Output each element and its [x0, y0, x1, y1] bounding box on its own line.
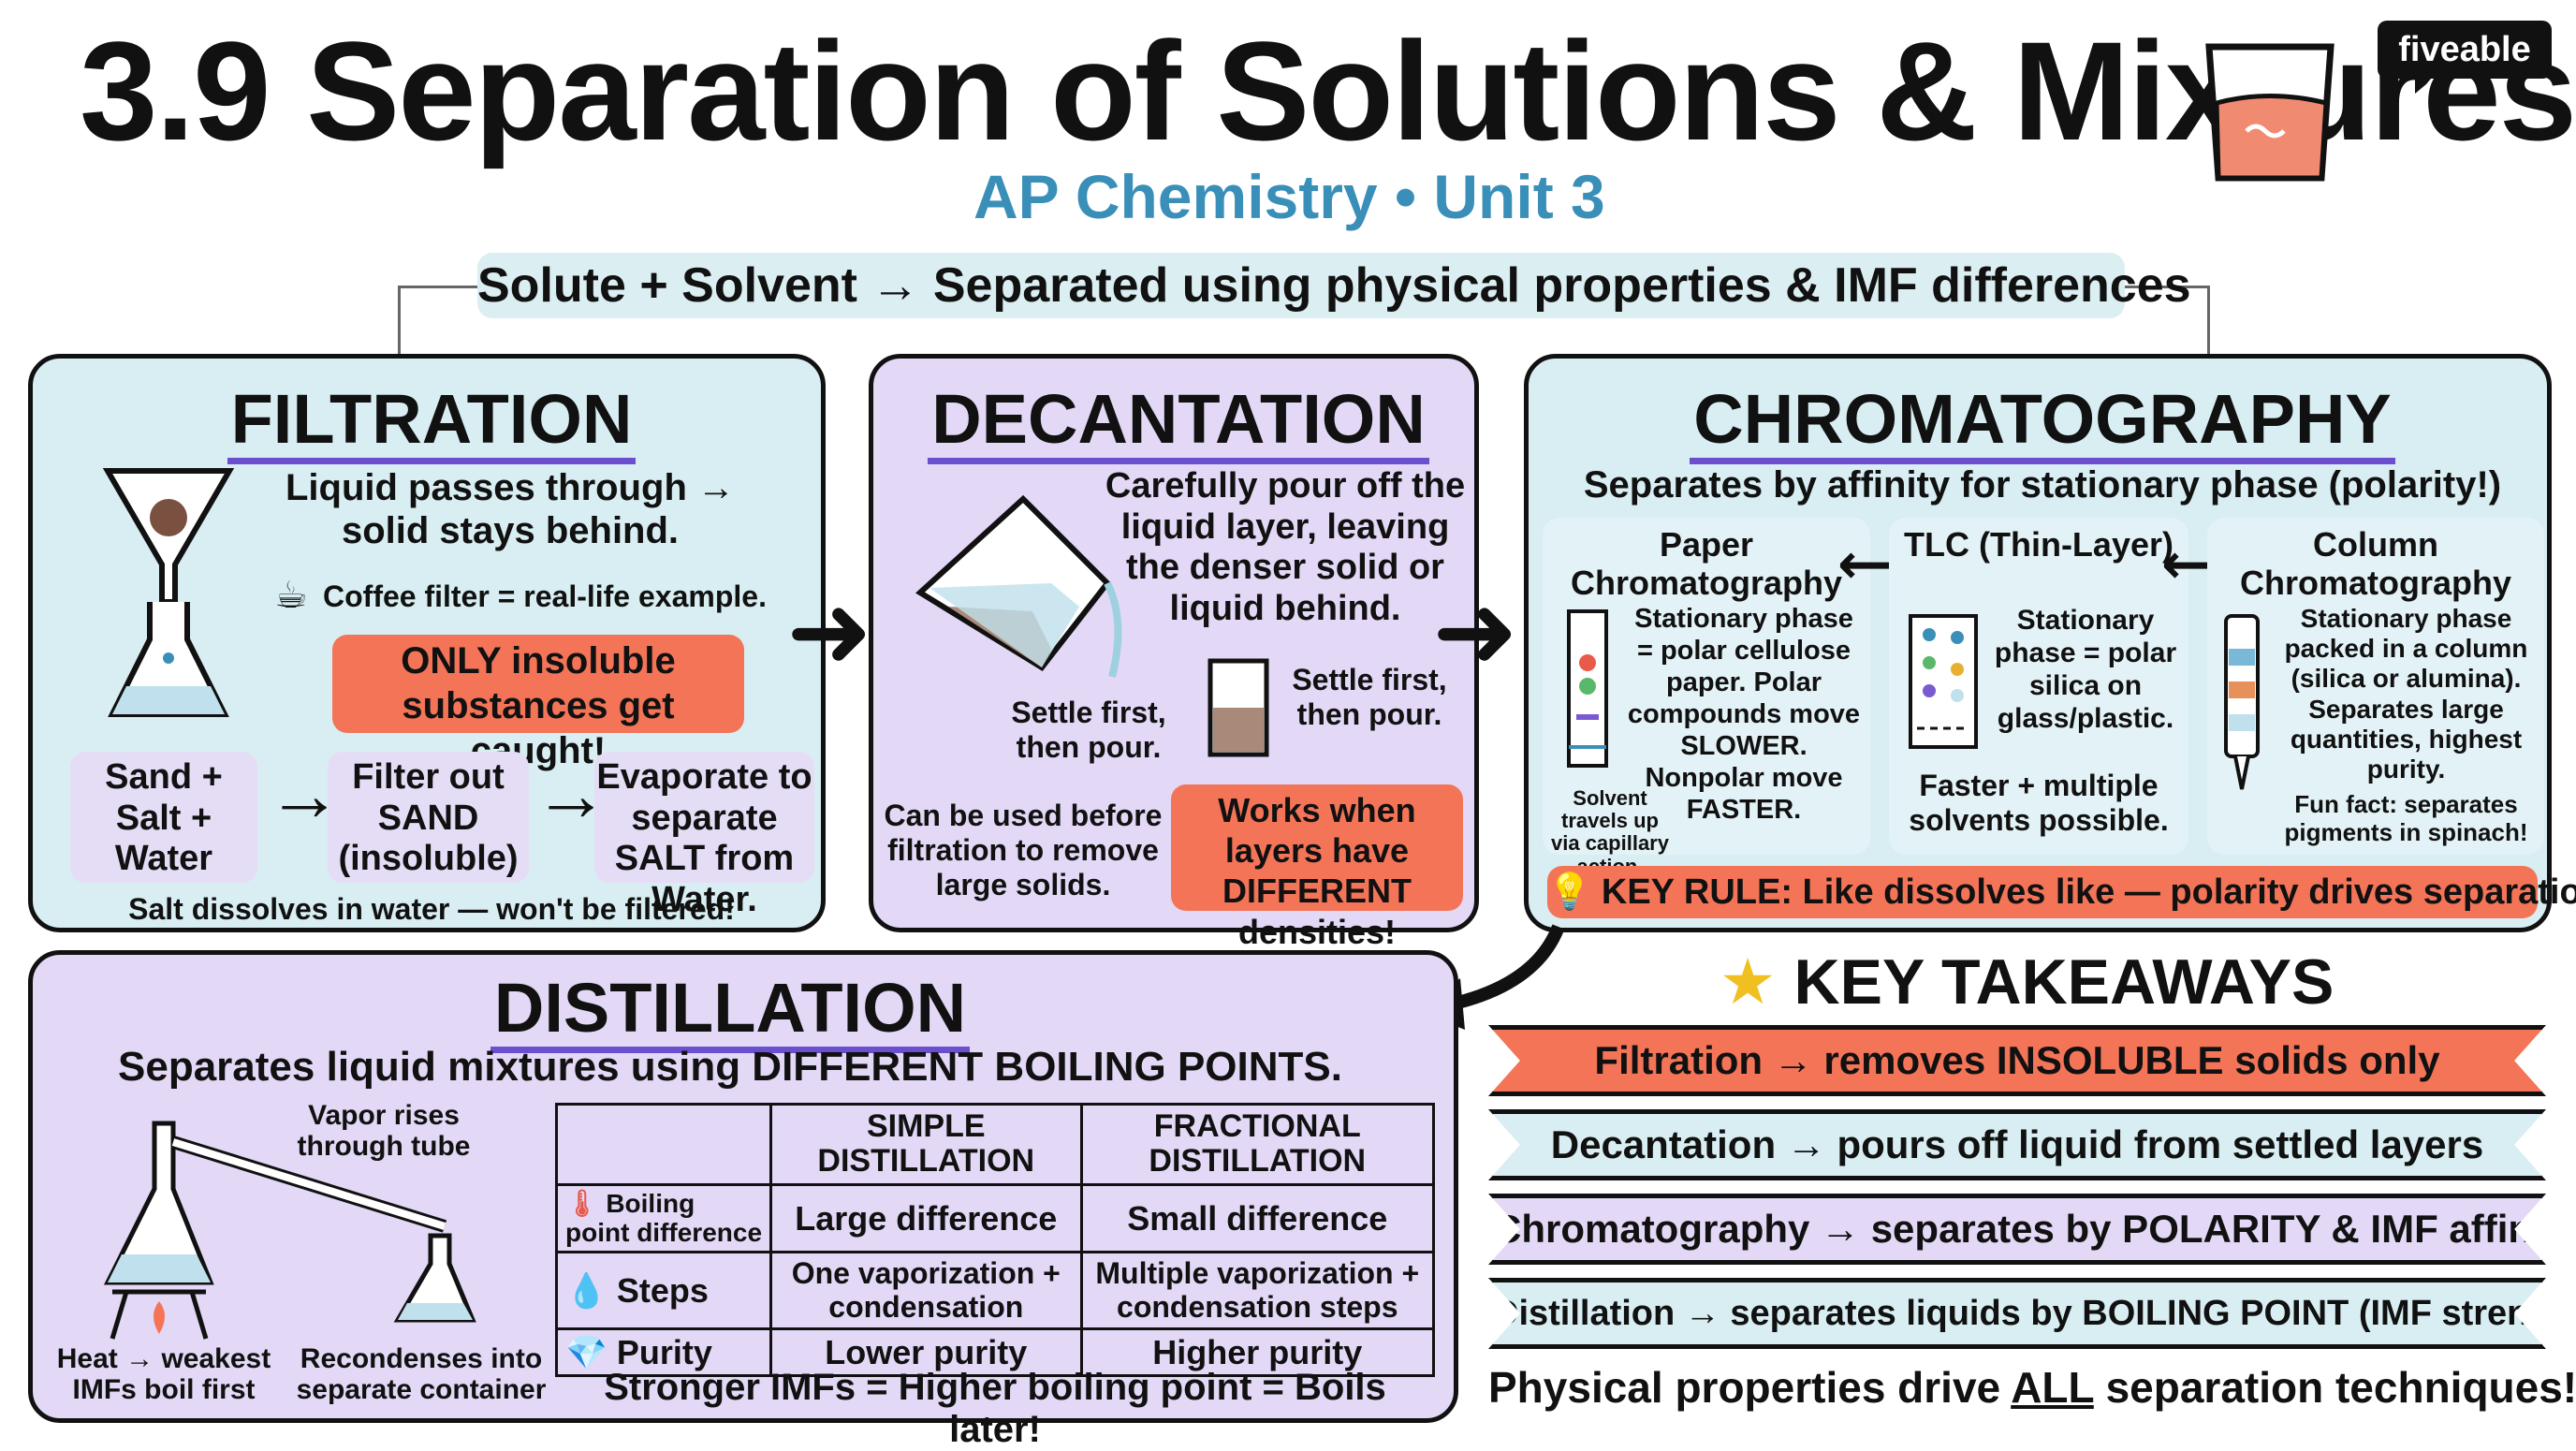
- decantation-note: Can be used before filtration to remove …: [884, 799, 1163, 901]
- distillation-heat-label: Heat → weakest IMFs boil first: [56, 1343, 271, 1405]
- takeaways-header: ★ KEY TAKEAWAYS: [1719, 946, 2334, 1018]
- table-header: [555, 1103, 772, 1186]
- banner-connector-left: [398, 286, 485, 354]
- takeaway-ribbon: Filtration → removes INSOLUBLE solids on…: [1488, 1025, 2546, 1096]
- flow-arrow-icon: ➜: [1432, 574, 1519, 689]
- decantation-settle-note-1: Settle first, then pour.: [1011, 696, 1166, 764]
- decantation-warning: Works when layers have DIFFERENT densiti…: [1171, 784, 1463, 951]
- distillation-title: DISTILLATION: [33, 968, 1427, 1053]
- paper-chromatography-card: Paper Chromatography Stationary phase = …: [1543, 518, 1870, 877]
- takeaway-ribbon: Chromatography → separates by POLARITY &…: [1488, 1194, 2546, 1265]
- distillation-recondense-label: Recondenses into separate container: [296, 1343, 547, 1405]
- takeaway-ribbon: Decantation → pours off liquid from sett…: [1488, 1109, 2546, 1180]
- table-cell: 💧 Steps: [555, 1251, 772, 1330]
- chromatography-subtitle: Separates by affinity for stationary pha…: [1583, 464, 2502, 506]
- chromatography-panel: CHROMATOGRAPHY Separates by affinity for…: [1524, 354, 2576, 932]
- filtration-example: Coffee filter = real-life example.: [323, 579, 767, 613]
- decantation-title: DECANTATION: [873, 379, 1484, 464]
- takeaway-ribbon: Distillation → separates liquids by BOIL…: [1488, 1278, 2546, 1349]
- table-cell: Higher purity: [1079, 1326, 1436, 1378]
- decantation-description: Carefully pour off the liquid layer, lea…: [1105, 466, 1466, 629]
- diamond-icon: 💎: [565, 1332, 607, 1371]
- distillation-comparison-table: SIMPLE DISTILLATION FRACTIONAL DISTILLAT…: [555, 1103, 1436, 1378]
- distillation-vapor-label: Vapor rises through tube: [297, 1100, 471, 1162]
- column-tube-icon: [2218, 611, 2265, 803]
- table-cell: Lower purity: [769, 1326, 1083, 1378]
- test-tube-icon: [1206, 656, 1271, 764]
- tlc-plate-icon: [1906, 611, 1981, 756]
- table-cell: 💎 Purity: [555, 1326, 772, 1378]
- column-chromatography-title: Column Chromatography: [2239, 525, 2512, 603]
- filtration-title: FILTRATION: [33, 379, 830, 464]
- distillation-apparatus-icon: [89, 1105, 491, 1353]
- banner-connector-right: [2123, 286, 2210, 354]
- table-row: 🌡 Boiling point difference Large differe…: [555, 1182, 1436, 1254]
- page-title: 3.9 Separation of Solutions & Mixtures: [80, 12, 2576, 169]
- pouring-beaker-icon: [911, 490, 1126, 700]
- table-cell: Small difference: [1079, 1182, 1436, 1254]
- table-cell: 🌡 Boiling point difference: [555, 1182, 772, 1254]
- decantation-panel: DECANTATION Carefully pour off the liqui…: [869, 354, 1479, 951]
- chromatography-key-rule: 💡 KEY RULE: Like dissolves like — polari…: [1547, 866, 2576, 918]
- summary-banner: Solute + Solvent → Separated using physi…: [477, 253, 2191, 318]
- filtration-panel: FILTRATION Liquid passes through → solid…: [28, 354, 826, 932]
- beaker-icon: [2190, 28, 2349, 192]
- filtration-step-2: Filter out SAND (insoluble): [328, 752, 529, 883]
- solvent-capillary-note: Solvent travels up via capillary action.: [1551, 786, 1669, 877]
- column-fun-fact: Fun fact: separates pigments in spinach!: [2284, 790, 2528, 846]
- column-chromatography-text: Stationary phase packed in a column (sil…: [2284, 604, 2528, 784]
- takeaways-footer: Physical properties drive ALL separation…: [1488, 1363, 2576, 1412]
- chromatography-title: CHROMATOGRAPHY: [1529, 379, 2556, 464]
- tlc-extra: Faster + multiple solvents possible.: [1909, 769, 2169, 837]
- paper-chromatography-title: Paper Chromatography: [1570, 525, 1843, 603]
- paper-strip-icon: [1559, 607, 1616, 780]
- funnel-flask-icon: [98, 462, 239, 738]
- tlc-card: TLC (Thin-Layer) Stationary phase = pola…: [1889, 518, 2188, 855]
- page-subtitle: AP Chemistry • Unit 3: [973, 162, 1605, 231]
- filtration-description: Liquid passes through → solid stays behi…: [285, 467, 736, 551]
- filtration-warning: ONLY insoluble substances get caught!: [332, 635, 744, 771]
- paper-chromatography-text: Stationary phase = polar cellulose paper…: [1627, 604, 1861, 825]
- column-chromatography-card: Column Chromatography Stationary phase p…: [2207, 518, 2544, 855]
- filtration-note: Salt dissolves in water — won't be filte…: [128, 892, 735, 926]
- table-header: FRACTIONAL DISTILLATION: [1079, 1103, 1436, 1186]
- filtration-step-1: Sand + Salt + Water: [70, 752, 257, 883]
- distillation-panel: DISTILLATION Separates liquid mixtures u…: [28, 950, 1458, 1450]
- tlc-text: Stationary phase = polar silica on glass…: [1994, 605, 2177, 735]
- table-cell: One vaporization + condensation: [769, 1251, 1083, 1330]
- thermometer-icon: 🌡: [565, 1188, 599, 1218]
- brand-logo: fiveable: [2378, 21, 2552, 94]
- star-icon: ★: [1719, 946, 1777, 1018]
- table-cell: Large difference: [769, 1182, 1083, 1254]
- table-header-row: SIMPLE DISTILLATION FRACTIONAL DISTILLAT…: [555, 1103, 1436, 1186]
- distillation-footer: Stronger IMFs = Higher boiling point = B…: [604, 1367, 1386, 1450]
- table-cell: Multiple vaporization + condensation ste…: [1079, 1251, 1436, 1330]
- table-header: SIMPLE DISTILLATION: [769, 1103, 1083, 1186]
- distillation-subtitle: Separates liquid mixtures using DIFFEREN…: [118, 1044, 1342, 1090]
- filtration-step-3: Evaporate to separate SALT from Water.: [594, 752, 814, 919]
- lightbulb-icon: 💡: [1547, 872, 1602, 912]
- droplets-icon: 💧: [565, 1270, 607, 1310]
- decantation-settle-note-2: Settle first, then pour.: [1292, 663, 1447, 731]
- table-row: 💎 Purity Lower purity Higher purity: [555, 1326, 1436, 1378]
- tlc-title: TLC (Thin-Layer): [1904, 525, 2174, 564]
- flow-arrow-icon: ➜: [786, 574, 873, 689]
- table-row: 💧 Steps One vaporization + condensation …: [555, 1251, 1436, 1330]
- coffee-cup-icon: ☕: [274, 575, 308, 616]
